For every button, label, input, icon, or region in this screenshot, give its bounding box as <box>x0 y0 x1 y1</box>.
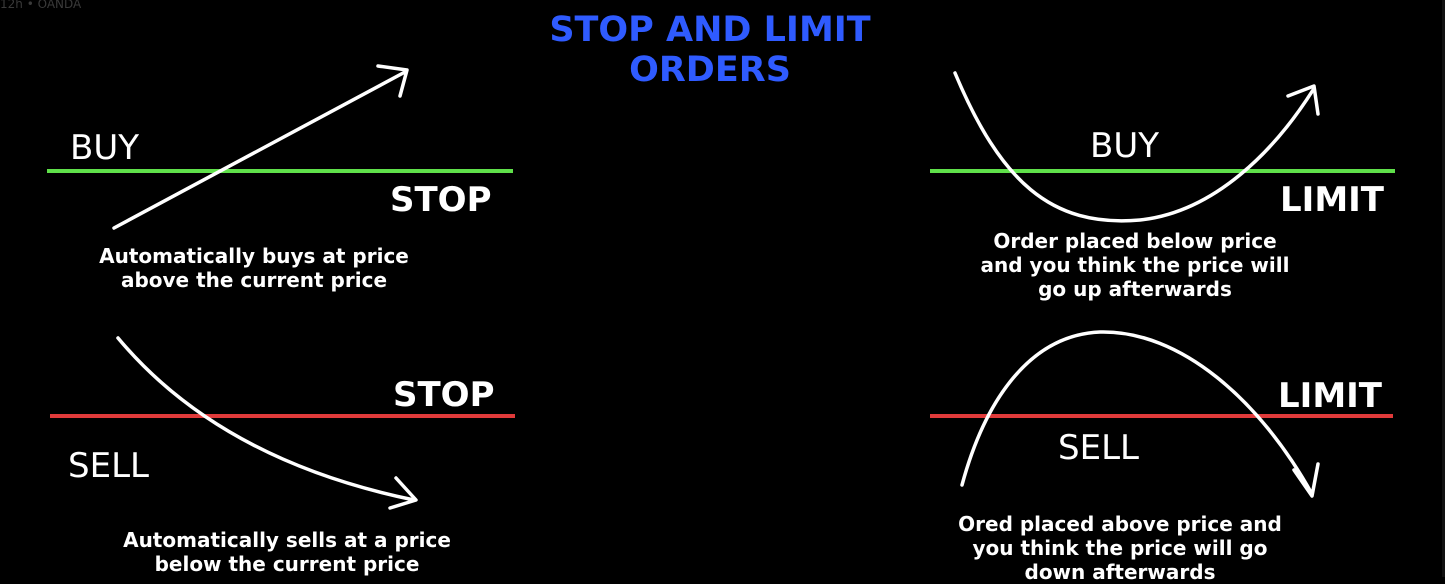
buy-stop-description: Automatically buys at price above the cu… <box>94 244 414 292</box>
buy-limit-side-label: BUY <box>1090 126 1159 166</box>
sell-limit-side-label: SELL <box>1058 428 1139 468</box>
title-line-1: STOP AND LIMIT <box>549 10 871 50</box>
sell-stop-description: Automatically sells at a price below the… <box>110 528 464 576</box>
sell-stop-side-label: SELL <box>68 446 149 486</box>
buy-stop-arrow <box>112 70 407 230</box>
title-line-2: ORDERS <box>629 50 791 90</box>
buy-stop-desc-line-2: above the current price <box>120 268 388 292</box>
buy-limit-arrowhead <box>1286 84 1320 116</box>
buy-limit-arrow <box>953 71 1315 223</box>
sell-stop-arrowhead <box>388 476 418 510</box>
buy-limit-description: Order placed below price and you think t… <box>960 229 1310 301</box>
buy-stop-arrowhead <box>376 64 409 98</box>
sell-limit-arrowhead <box>1292 462 1320 498</box>
buy-stop-side-label: BUY <box>70 128 139 168</box>
sell-limit-desc-line-1: Ored placed above price and <box>958 512 1282 536</box>
buy-limit-order-label: LIMIT <box>1280 180 1384 220</box>
chart-watermark: 12h • OANDA <box>0 0 82 11</box>
right-edge-divider <box>1442 0 1445 577</box>
buy-limit-desc-line-3: go up afterwards <box>1038 277 1232 301</box>
sell-limit-arrow <box>960 330 1314 496</box>
sell-limit-order-label: LIMIT <box>1278 376 1382 416</box>
sell-stop-desc-line-1: Automatically sells at a price <box>123 528 451 552</box>
buy-limit-desc-line-2: and you think the price will <box>980 253 1290 277</box>
buy-stop-order-label: STOP <box>390 180 492 220</box>
sell-stop-arrow <box>116 336 416 502</box>
sell-limit-desc-line-2: you think the price will go <box>972 536 1268 560</box>
sell-stop-desc-line-2: below the current price <box>154 552 420 576</box>
page-title: STOP AND LIMIT ORDERS <box>510 10 910 90</box>
buy-limit-desc-line-1: Order placed below price <box>993 229 1277 253</box>
sell-limit-desc-line-3: down afterwards <box>1024 560 1216 584</box>
buy-stop-desc-line-1: Automatically buys at price <box>99 244 409 268</box>
sell-limit-description: Ored placed above price and you think th… <box>940 512 1300 584</box>
sell-stop-order-label: STOP <box>393 375 495 415</box>
